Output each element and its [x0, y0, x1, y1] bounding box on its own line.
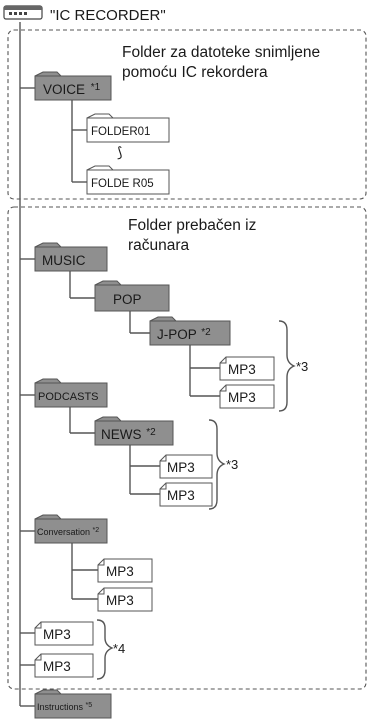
computer-caption-line1: Folder prebačen iz — [128, 217, 256, 234]
news-note: *2 — [146, 427, 156, 438]
mp3-file-conversation-2: MP3 — [97, 587, 153, 612]
instructions-label: Instructions — [37, 702, 84, 712]
music-folder — [34, 242, 108, 272]
mp3-file-root-2: MP3 — [34, 653, 94, 678]
folder05-folder — [86, 165, 170, 195]
svg-text:VOICE *1: VOICE *1 — [43, 82, 101, 97]
folder05-label: FOLDE R05 — [91, 178, 154, 190]
mp3-label: MP3 — [228, 390, 256, 405]
recorder-device-icon — [3, 5, 43, 20]
music-label: MUSIC — [42, 253, 86, 268]
voice-label: VOICE — [43, 82, 85, 97]
mp3-label: MP3 — [167, 488, 195, 503]
mp3-label: MP3 — [106, 564, 134, 579]
jpop-note: *2 — [201, 327, 211, 338]
brace-root-files — [96, 619, 114, 680]
mp3-label: MP3 — [43, 659, 71, 674]
mp3-file-jpop-2: MP3 — [219, 384, 275, 409]
note-3b: *3 — [226, 457, 238, 472]
conversation-note: *2 — [93, 527, 100, 534]
conversation-folder — [34, 514, 108, 544]
voice-note: *1 — [91, 82, 101, 93]
mp3-file-jpop-1: MP3 — [219, 356, 275, 381]
computer-caption-line2: računara — [128, 237, 190, 254]
recorded-section-frame — [7, 29, 367, 200]
mp3-file-conversation-1: MP3 — [97, 558, 153, 583]
mp3-label: MP3 — [228, 362, 256, 377]
news-folder — [94, 416, 174, 446]
folder01-folder — [86, 113, 170, 143]
mp3-label: MP3 — [43, 627, 71, 642]
root-label: "IC RECORDER" — [50, 7, 166, 24]
svg-text:J-POP *2: J-POP *2 — [157, 327, 211, 342]
computer-section-frame — [7, 206, 367, 690]
svg-text:NEWS *2: NEWS *2 — [101, 427, 156, 442]
mp3-file-news-2: MP3 — [159, 482, 213, 507]
news-label: NEWS — [101, 427, 142, 442]
recorded-caption-line2: pomoću IC rekordera — [122, 64, 268, 81]
svg-text:Instructions *5: Instructions *5 — [37, 702, 92, 712]
folder01-label: FOLDER01 — [91, 126, 150, 138]
note-4: *4 — [113, 641, 125, 656]
jpop-label: J-POP — [157, 327, 197, 342]
pop-folder — [94, 280, 170, 312]
instructions-folder — [34, 689, 112, 719]
svg-text:Conversation *2: Conversation *2 — [37, 527, 99, 537]
pop-label: POP — [113, 292, 142, 307]
voice-folder — [34, 71, 112, 101]
mp3-label: MP3 — [167, 460, 195, 475]
ellipsis-glyph: ⟆ — [117, 144, 122, 160]
conversation-label: Conversation — [37, 527, 90, 537]
brace-news — [208, 419, 226, 510]
podcasts-folder — [34, 378, 108, 408]
mp3-file-root-1: MP3 — [34, 621, 94, 646]
note-3a: *3 — [296, 359, 308, 374]
mp3-label: MP3 — [106, 593, 134, 608]
podcasts-label: PODCASTS — [38, 391, 99, 403]
recorded-caption-line1: Folder za datoteke snimljene — [122, 44, 320, 61]
instructions-note: *5 — [86, 702, 93, 709]
mp3-file-news-1: MP3 — [159, 454, 213, 479]
brace-jpop — [278, 320, 296, 412]
